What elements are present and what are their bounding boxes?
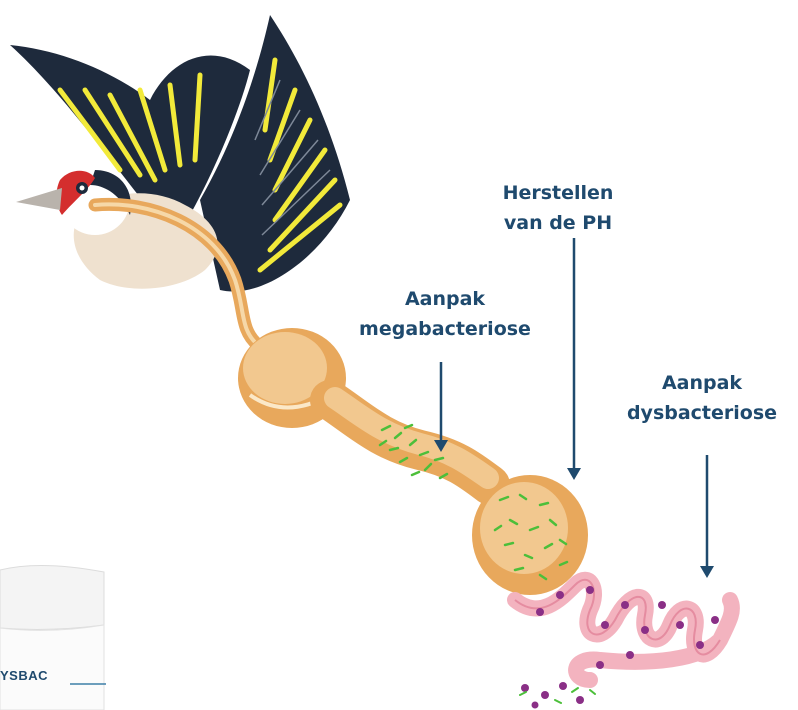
beak bbox=[16, 188, 62, 210]
intestine bbox=[515, 580, 732, 680]
label-dys-line1: Aanpak bbox=[612, 368, 792, 398]
label-dys-line2: dysbacteriose bbox=[612, 398, 792, 428]
label-megabacteriose: Aanpak megabacteriose bbox=[330, 284, 560, 344]
product-jar-text: YSBAC bbox=[0, 668, 70, 683]
goldfinch-bird bbox=[10, 15, 350, 292]
label-herstellen-line2: van de PH bbox=[488, 208, 628, 238]
label-mega-line1: Aanpak bbox=[330, 284, 560, 314]
label-herstellen-line1: Herstellen bbox=[488, 178, 628, 208]
label-herstellen-ph: Herstellen van de PH bbox=[488, 178, 628, 238]
product-jar bbox=[0, 565, 106, 710]
label-dysbacteriose: Aanpak dysbacteriose bbox=[612, 368, 792, 428]
label-mega-line2: megabacteriose bbox=[330, 314, 560, 344]
